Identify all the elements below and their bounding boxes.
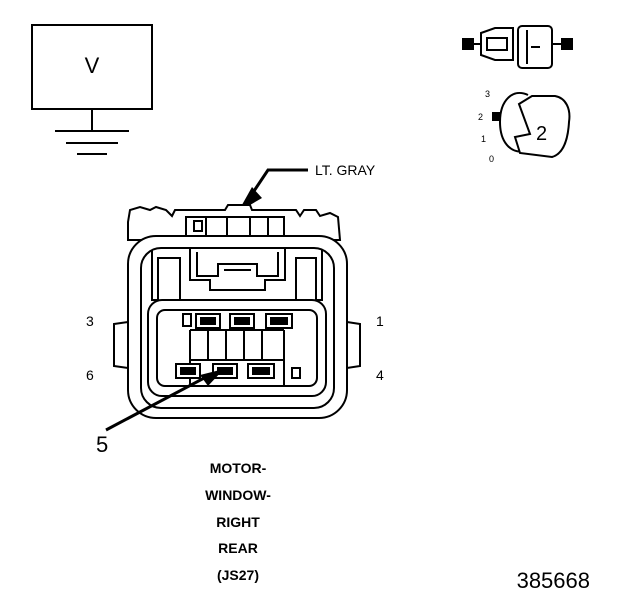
pin-number-6: 6 xyxy=(86,367,94,383)
figure-id: 385668 xyxy=(517,568,590,593)
connector-view-icon xyxy=(462,25,573,69)
connector-face xyxy=(113,204,361,419)
caption-line-1: MOTOR- xyxy=(210,460,267,476)
rotary-switch-icon: 2 3 2 1 0 xyxy=(478,89,571,164)
switch-pos-3: 3 xyxy=(485,89,490,99)
caption-line-2: WINDOW- xyxy=(205,487,271,503)
pin-number-4: 4 xyxy=(376,367,384,383)
pin-number-3: 3 xyxy=(86,313,94,329)
voltmeter-symbol: V xyxy=(31,24,153,155)
pin5-leader xyxy=(105,374,209,432)
caption-line-4: REAR xyxy=(218,540,258,556)
pin-number-1: 1 xyxy=(376,313,384,329)
caption-line-5: (JS27) xyxy=(217,567,259,583)
switch-position-digit: 2 xyxy=(536,123,547,145)
wire-color-label: LT. GRAY xyxy=(315,162,376,178)
pin5-arrowhead xyxy=(200,369,224,386)
voltmeter-label: V xyxy=(85,53,100,78)
caption-line-3: RIGHT xyxy=(216,514,260,530)
switch-pos-2: 2 xyxy=(478,112,483,122)
pin-number-5: 5 xyxy=(96,432,108,457)
switch-pos-1: 1 xyxy=(481,134,486,144)
switch-pos-0: 0 xyxy=(489,154,494,164)
